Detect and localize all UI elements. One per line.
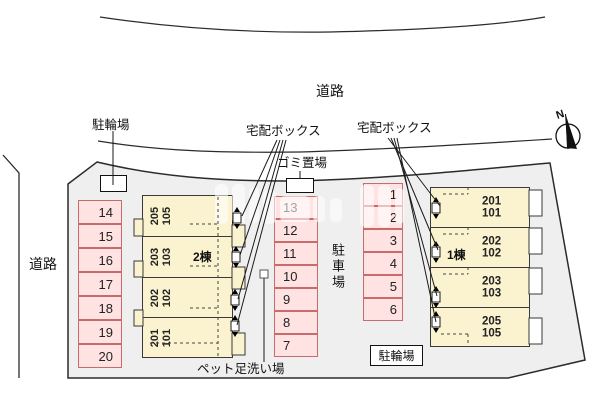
unit-lower: 102 xyxy=(481,247,502,260)
unit-upper: 203 xyxy=(481,274,502,287)
watermark xyxy=(263,190,276,224)
building-1-name: 1棟 xyxy=(447,248,466,262)
space-number: 20 xyxy=(98,348,113,364)
unit-label: 202 102 xyxy=(147,281,177,315)
parking-space: 18 xyxy=(78,296,122,320)
parking-space: 11 xyxy=(274,242,318,265)
parking-space: 3 xyxy=(363,229,403,252)
parking-space: 16 xyxy=(78,248,122,272)
watermark xyxy=(395,188,404,224)
parking-space: 12 xyxy=(274,219,318,242)
parking-space: 6 xyxy=(363,298,403,321)
unit-lower: 102 xyxy=(161,288,173,307)
compass-icon: N xyxy=(555,108,581,150)
watermark xyxy=(330,198,342,222)
road-curve-mid xyxy=(97,138,553,153)
watermark xyxy=(313,196,325,222)
unit-row: 205 105 xyxy=(143,196,232,237)
space-number: 17 xyxy=(98,276,113,292)
unit-label: 203 103 xyxy=(482,275,501,300)
unit-upper: 201 xyxy=(481,194,502,207)
bicycle-top-label: 駐輪場 xyxy=(92,118,130,132)
unit-row: 201 101 xyxy=(431,188,529,228)
parking-space: 19 xyxy=(78,320,122,344)
unit-row: 203 103 xyxy=(431,268,529,308)
unit-label: 202 102 xyxy=(482,235,501,260)
unit-row: 201 101 xyxy=(143,318,232,358)
unit-lower: 105 xyxy=(481,327,502,340)
road-label-left: 道路 xyxy=(29,256,57,272)
watermark xyxy=(280,196,310,222)
road-curve-top xyxy=(99,16,546,33)
space-number: 19 xyxy=(98,324,113,340)
parking-space: 14 xyxy=(78,200,122,224)
unit-lower: 101 xyxy=(481,207,502,220)
parking-space: 4 xyxy=(363,252,403,275)
unit-row: 205 105 xyxy=(431,308,529,347)
unit-row: 202 102 xyxy=(431,228,529,268)
parking-space: 20 xyxy=(78,344,122,368)
unit-upper: 205 xyxy=(481,314,502,327)
parking-space: 7 xyxy=(274,334,318,357)
unit-lower: 103 xyxy=(481,287,502,300)
parking-space: 8 xyxy=(274,311,318,334)
parking-space: 15 xyxy=(78,224,122,248)
space-number: 3 xyxy=(389,233,397,248)
space-number: 14 xyxy=(98,204,113,220)
building-1: 201 101 202 102 203 103 205 105 xyxy=(430,187,530,347)
unit-lower: 101 xyxy=(161,328,173,348)
building-2-name: 2棟 xyxy=(193,250,212,264)
parking-space: 5 xyxy=(363,275,403,298)
left-road-boundary xyxy=(2,154,20,378)
unit-label: 203 103 xyxy=(147,240,177,274)
parking-space: 9 xyxy=(274,288,318,311)
space-number: 11 xyxy=(283,246,297,261)
unit-lower: 105 xyxy=(161,206,173,226)
space-number: 10 xyxy=(283,269,298,284)
watermark xyxy=(249,187,259,223)
compass-n-label: N xyxy=(555,108,566,122)
parking-space: 17 xyxy=(78,272,122,296)
garbage-box xyxy=(286,178,314,193)
unit-label: 201 101 xyxy=(482,195,501,220)
bicycle-bottom-label: 駐輪場 xyxy=(378,349,415,363)
delivery-box-label-left: 宅配ボックス xyxy=(246,124,321,138)
pet-wash-label: ペット足洗い場 xyxy=(197,362,285,376)
space-number: 16 xyxy=(98,252,113,268)
parking-space: 10 xyxy=(274,265,318,288)
building-1-balconies xyxy=(528,189,543,345)
unit-label: 201 101 xyxy=(147,321,177,355)
parking-area-label: 駐車場 xyxy=(330,243,345,291)
bicycle-parking-box-top xyxy=(100,175,127,192)
space-number: 8 xyxy=(283,315,291,330)
unit-row: 202 102 xyxy=(143,278,232,318)
bicycle-parking-box-bottom: 駐輪場 xyxy=(370,345,423,366)
pet-wash-post xyxy=(259,269,269,279)
space-number: 5 xyxy=(389,279,397,294)
space-number: 9 xyxy=(283,292,291,307)
delivery-box-label-right: 宅配ボックス xyxy=(357,121,432,135)
space-number: 7 xyxy=(283,338,291,353)
watermark xyxy=(232,184,245,224)
unit-label: 205 105 xyxy=(147,199,177,233)
watermark xyxy=(215,184,228,224)
space-number: 4 xyxy=(389,256,397,271)
watermark xyxy=(378,185,391,227)
space-number: 12 xyxy=(283,223,298,238)
space-number: 15 xyxy=(98,228,113,244)
garbage-label: ゴミ置場 xyxy=(277,156,328,170)
space-number: 6 xyxy=(389,302,397,317)
unit-lower: 103 xyxy=(161,247,173,267)
road-label-top: 道路 xyxy=(316,83,344,99)
unit-label: 205 105 xyxy=(482,315,501,340)
unit-upper: 202 xyxy=(481,234,502,247)
watermark xyxy=(360,185,374,227)
space-number: 18 xyxy=(98,300,113,316)
unit-row: 203 103 xyxy=(143,237,232,278)
